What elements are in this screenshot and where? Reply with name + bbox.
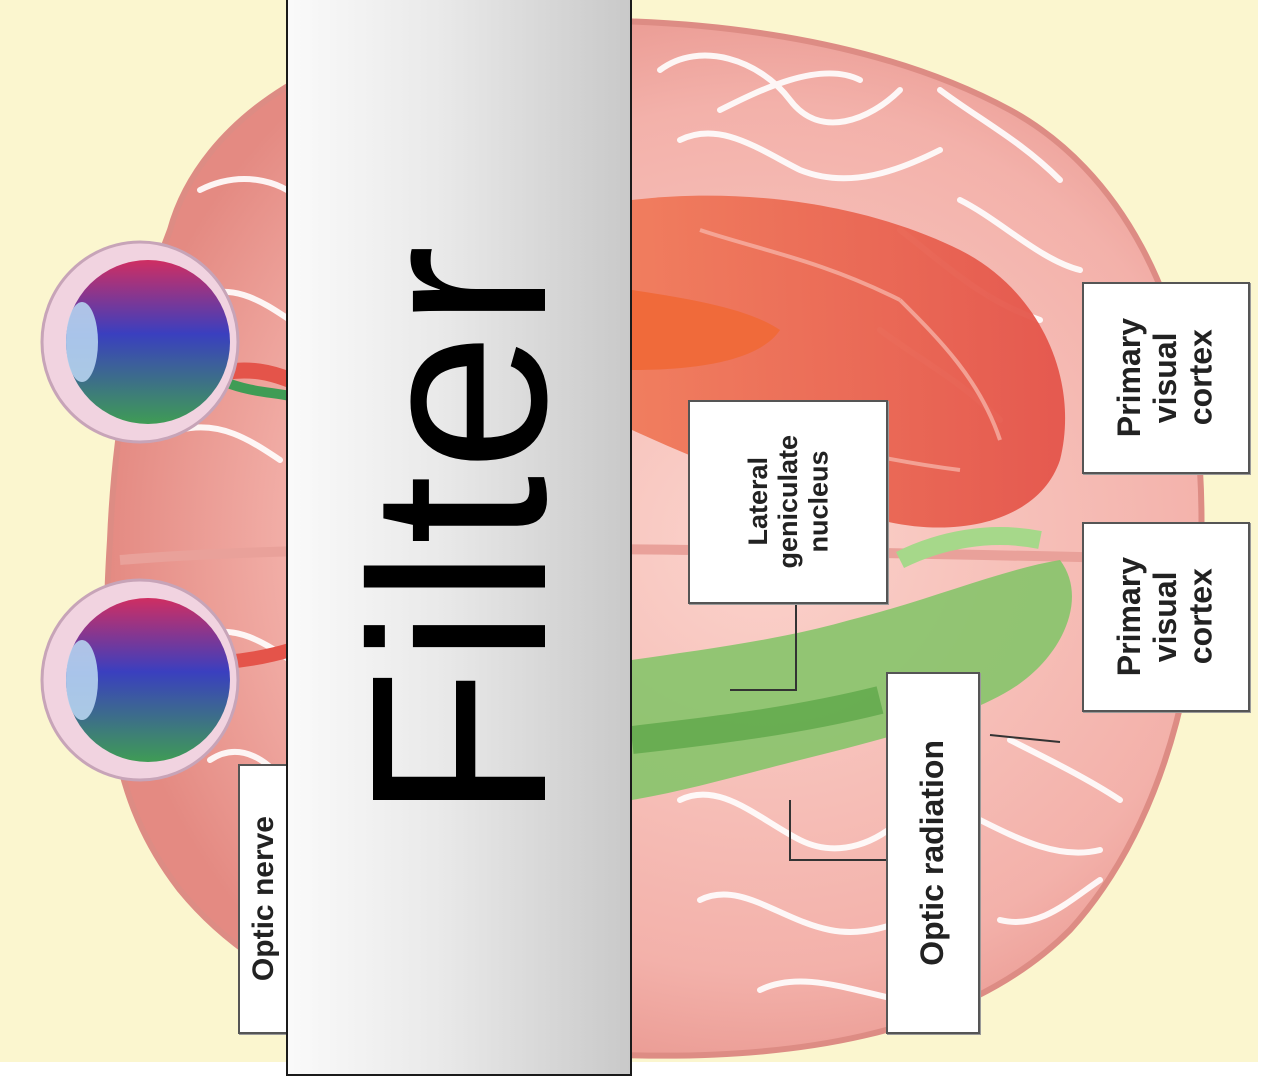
label-optic-radiation: Optic radiation: [886, 672, 980, 1034]
label-pvc-lower-line-2: visual: [1148, 557, 1184, 676]
image-border-right: [1258, 0, 1266, 1070]
image-border-bottom: [0, 1062, 1266, 1070]
label-pvc-upper-line-1: Primary: [1112, 318, 1148, 437]
label-primary-visual-cortex-lower: Primary visual cortex: [1082, 522, 1250, 712]
label-pvc-lower-line-1: Primary: [1112, 557, 1148, 676]
label-lgn-line-1: Lateral: [743, 435, 773, 569]
label-optic-nerve: Optic nerve: [238, 764, 290, 1034]
label-lateral-geniculate-nucleus: Lateral geniculate nucleus: [688, 400, 888, 604]
label-pvc-lower-line-3: cortex: [1184, 557, 1220, 676]
label-optic-radiation-text: Optic radiation: [915, 740, 951, 966]
label-primary-visual-cortex-upper: Primary visual cortex: [1082, 282, 1250, 474]
label-optic-nerve-text: Optic nerve: [247, 816, 281, 981]
label-lgn-line-2: geniculate: [773, 435, 803, 569]
label-pvc-upper-line-3: cortex: [1184, 318, 1220, 437]
filter-overlay-panel: Filter: [286, 0, 632, 1076]
label-pvc-upper-line-2: visual: [1148, 318, 1184, 437]
left-eye-icon: [42, 242, 238, 442]
right-eye-icon: [42, 580, 238, 780]
label-lgn-line-3: nucleus: [803, 435, 833, 569]
filter-label: Filter: [334, 241, 584, 821]
